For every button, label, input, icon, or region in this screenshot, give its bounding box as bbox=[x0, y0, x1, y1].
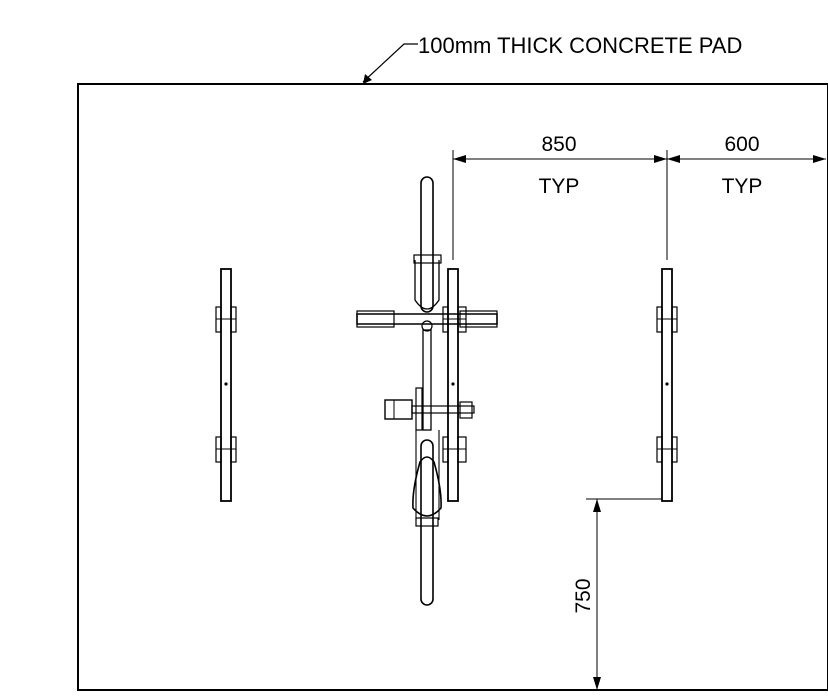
dimension-rack-spacing-note: TYP bbox=[539, 175, 580, 198]
bike-rack-right bbox=[656, 268, 678, 502]
dimension-end-clearance bbox=[667, 155, 826, 163]
dimension-end-clearance-note: TYP bbox=[722, 175, 763, 198]
dimension-rack-spacing-value: 850 bbox=[541, 133, 576, 156]
bicycle-top-view bbox=[356, 176, 498, 606]
dimension-rack-spacing bbox=[452, 150, 668, 260]
bike-rack-middle bbox=[442, 268, 467, 502]
bike-rack-left bbox=[215, 268, 237, 502]
dimension-rear-clearance-value: 750 bbox=[572, 578, 595, 613]
pad-note-leader bbox=[362, 43, 418, 84]
pad-note-label: 100mm THICK CONCRETE PAD bbox=[418, 33, 742, 58]
concrete-pad-outline bbox=[77, 83, 828, 691]
dimension-end-clearance-value: 600 bbox=[724, 133, 759, 156]
dimension-rear-clearance bbox=[586, 498, 662, 690]
